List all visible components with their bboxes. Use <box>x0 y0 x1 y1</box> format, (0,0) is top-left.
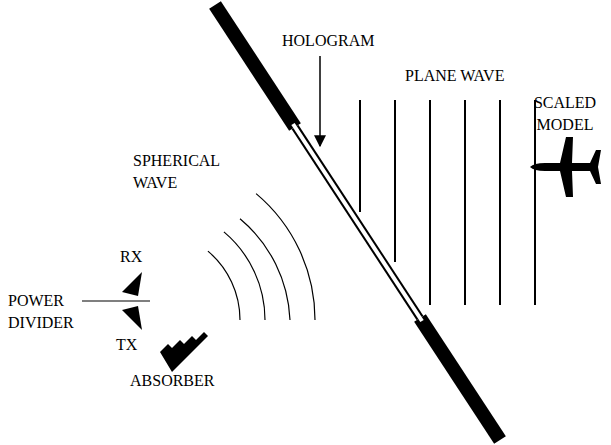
power-divider-line <box>82 300 150 301</box>
tx-label: TX <box>116 334 156 356</box>
rx-label: RX <box>120 246 160 268</box>
aircraft-model <box>530 137 601 197</box>
pointer-arrow <box>319 56 321 146</box>
absorber-label: ABSORBER <box>130 370 240 392</box>
hologram-label: HOLOGRAM <box>282 30 392 52</box>
power-divider-label: POWER DIVIDER <box>8 290 82 334</box>
spherical-wave-fronts <box>208 194 315 320</box>
spherical-wave-label: SPHERICAL WAVE <box>133 150 233 194</box>
plane-wave-label: PLANE WAVE <box>405 65 545 87</box>
tx-horn <box>122 306 142 330</box>
scaled-model-label: SCALED MODEL <box>522 92 608 136</box>
plane-wave-fronts <box>360 100 535 305</box>
rx-horn <box>122 272 142 296</box>
absorber-symbol <box>160 332 208 372</box>
